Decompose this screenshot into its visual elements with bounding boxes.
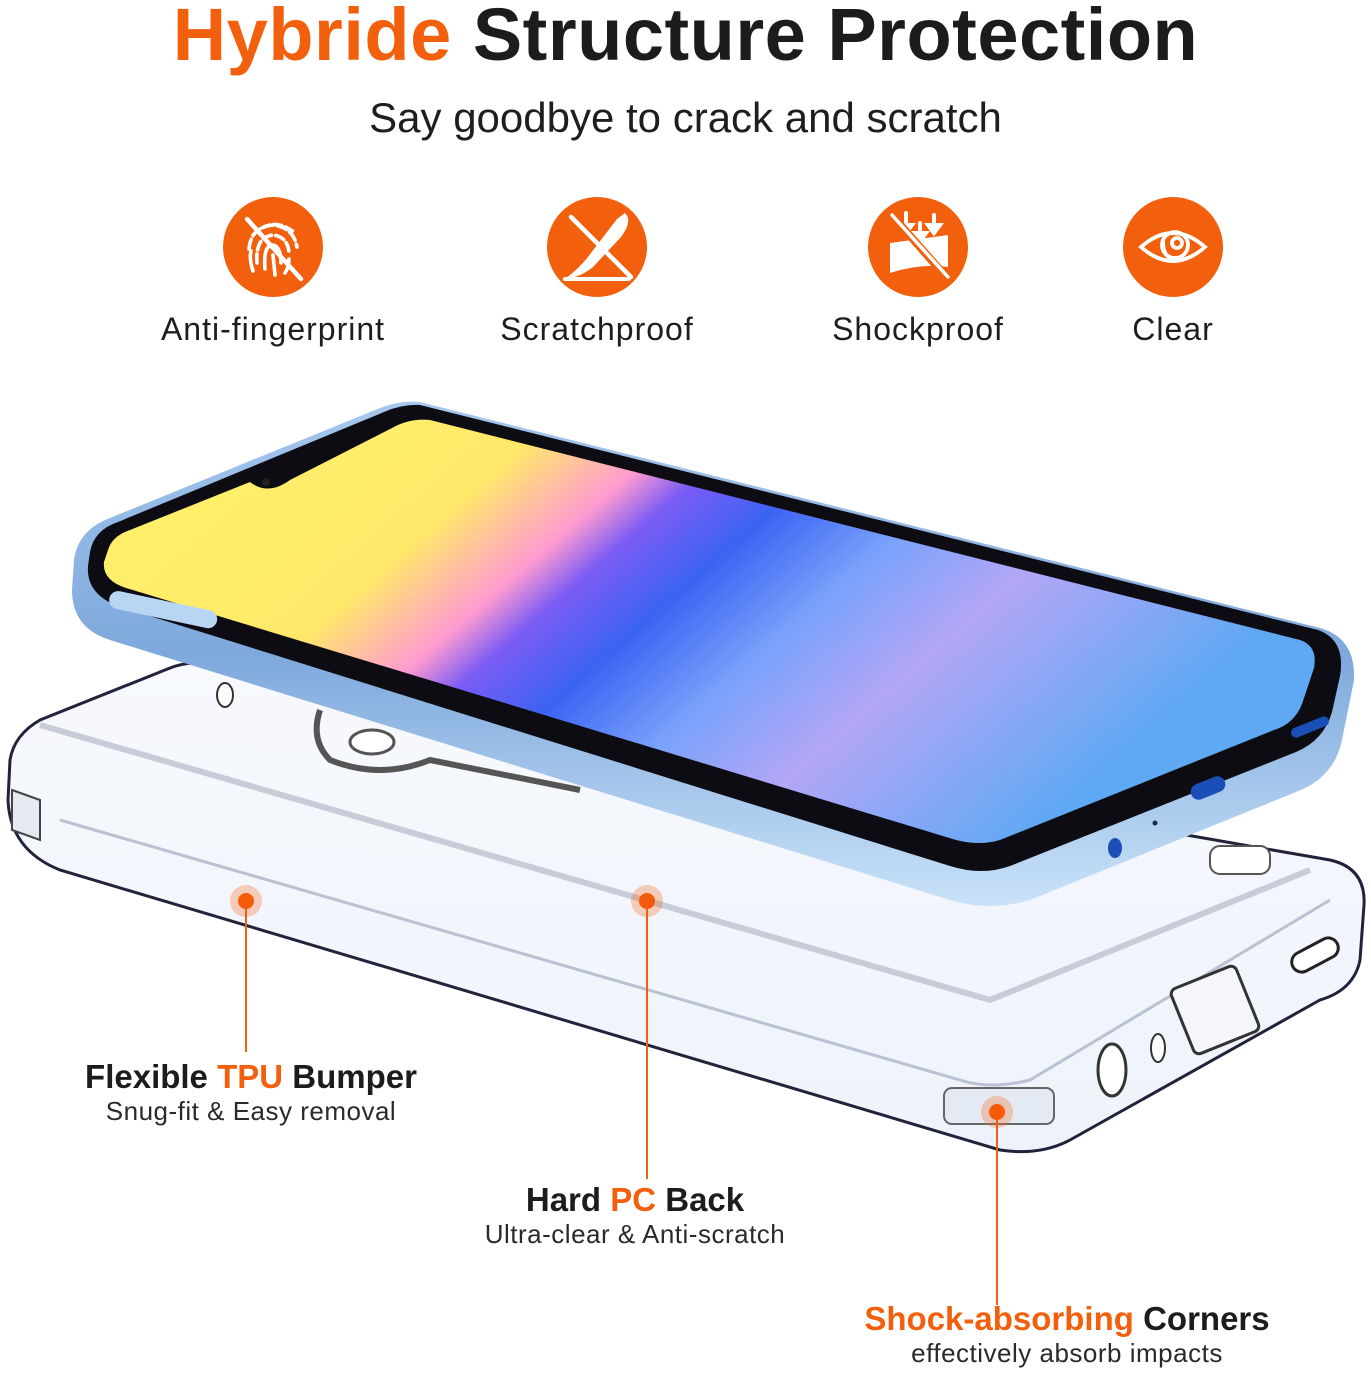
- feature-shockproof: Shockproof: [768, 197, 1068, 348]
- page-title: Hybride Structure Protection: [0, 0, 1371, 77]
- callout-accent: PC: [610, 1181, 657, 1218]
- corner-leader-line: [996, 1120, 998, 1305]
- feature-label: Clear: [1132, 311, 1214, 347]
- product-illustration: [6, 401, 1366, 1154]
- callout-corners: Shock-absorbing Corners effectively abso…: [822, 1300, 1312, 1369]
- phone: [72, 401, 1355, 906]
- callout-text: Hard: [525, 1181, 611, 1218]
- callout-text: Bumper: [283, 1058, 417, 1095]
- bumper-leader-line: [245, 909, 247, 1052]
- callout-bumper: Flexible TPU Bumper Snug-fit & Easy remo…: [78, 1058, 424, 1127]
- feature-label: Anti-fingerprint: [160, 311, 386, 347]
- callout-bumper-title: Flexible TPU Bumper: [78, 1058, 424, 1096]
- page-subtitle: Say goodbye to crack and scratch: [369, 94, 1002, 141]
- callout-text: Corners: [1133, 1300, 1270, 1337]
- callout-corners-subtitle: effectively absorb impacts: [911, 1338, 1223, 1368]
- eye-icon: [1123, 197, 1223, 297]
- title-rest: Structure Protection: [472, 0, 1199, 76]
- back-leader-line: [646, 909, 648, 1179]
- callout-text: Flexible: [85, 1058, 218, 1095]
- impact-arrows-icon: [868, 197, 968, 297]
- callout-corners-title: Shock-absorbing Corners: [822, 1300, 1312, 1338]
- back-marker: [639, 893, 655, 909]
- feature-anti-fingerprint: Anti-fingerprint: [123, 197, 423, 348]
- callout-back: Hard PC Back Ultra-clear & Anti-scratch: [470, 1181, 800, 1250]
- feature-scratchproof: Scratchproof: [447, 197, 747, 348]
- callout-accent: TPU: [217, 1058, 284, 1095]
- callout-bumper-subtitle: Snug-fit & Easy removal: [105, 1096, 397, 1126]
- callout-back-subtitle: Ultra-clear & Anti-scratch: [484, 1219, 786, 1249]
- callout-back-title: Hard PC Back: [470, 1181, 800, 1219]
- knife-scratch-icon: [547, 197, 647, 297]
- feature-label: Shockproof: [832, 311, 1004, 347]
- title-accent: Hybride: [172, 0, 452, 76]
- clear-case: [6, 661, 1366, 1154]
- feature-clear: Clear: [1023, 197, 1323, 348]
- bumper-marker: [238, 893, 254, 909]
- feature-label: Scratchproof: [500, 311, 694, 347]
- callout-text: Back: [656, 1181, 745, 1218]
- corner-marker: [989, 1104, 1005, 1120]
- no-fingerprint-icon: [223, 197, 323, 297]
- callout-accent: Shock-absorbing: [864, 1300, 1134, 1337]
